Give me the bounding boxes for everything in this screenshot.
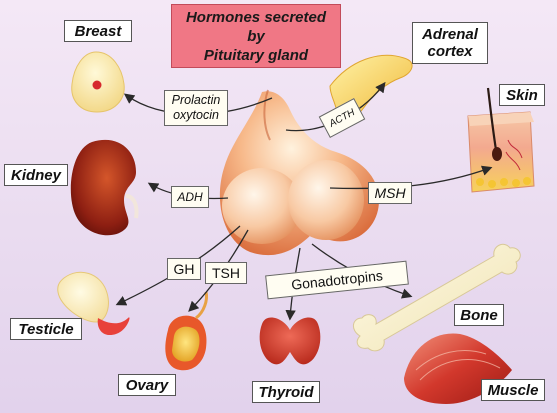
breast-illustration <box>71 51 125 113</box>
hormone-tsh: TSH <box>205 262 247 284</box>
testicle-illustration <box>57 271 130 336</box>
label-adrenal-line2: cortex <box>427 43 473 60</box>
hormone-gh-text: GH <box>173 261 195 277</box>
label-bone: Bone <box>454 304 504 326</box>
label-breast: Breast <box>64 20 132 42</box>
label-bone-text: Bone <box>460 306 498 324</box>
label-ovary: Ovary <box>118 374 176 396</box>
label-thyroid-text: Thyroid <box>258 383 314 401</box>
label-testicle: Testicle <box>10 318 82 340</box>
hormone-gh: GH <box>167 258 201 280</box>
hormone-prolactin: Prolactin <box>171 93 221 107</box>
label-breast-text: Breast <box>74 22 122 40</box>
bone-illustration <box>353 243 521 352</box>
label-skin-text: Skin <box>506 86 538 104</box>
label-thyroid: Thyroid <box>252 381 320 403</box>
label-ovary-text: Ovary <box>125 376 169 394</box>
label-kidney: Kidney <box>4 164 68 186</box>
title-line-1: Hormones secreted <box>185 8 327 26</box>
hormone-msh-text: MSH <box>374 185 406 201</box>
hormone-tsh-text: TSH <box>212 265 240 281</box>
hormone-adh: ADH <box>171 186 209 208</box>
hormone-acth-text: ACTH <box>327 106 357 130</box>
label-kidney-text: Kidney <box>10 166 61 184</box>
arrow-to-skin <box>329 165 493 190</box>
hormone-prolactin-oxytocin: Prolactin oxytocin <box>164 90 228 126</box>
ovary-illustration <box>165 291 208 371</box>
label-adrenal-line1: Adrenal <box>422 26 478 43</box>
label-muscle-text: Muscle <box>487 381 539 399</box>
label-skin: Skin <box>499 84 545 106</box>
hormone-oxytocin: oxytocin <box>173 108 219 122</box>
hormone-msh: MSH <box>368 182 412 204</box>
label-muscle: Muscle <box>481 379 545 401</box>
kidney-illustration <box>70 139 139 236</box>
hormone-adh-text: ADH <box>177 190 203 204</box>
label-adrenal-cortex: Adrenal cortex <box>412 22 488 64</box>
diagram-title-box: Hormones secreted by Pituitary gland <box>171 4 341 68</box>
pituitary-gland <box>219 89 379 256</box>
label-testicle-text: Testicle <box>18 320 74 338</box>
thyroid-illustration <box>259 317 321 365</box>
title-line-3: Pituitary gland <box>203 46 309 64</box>
title-line-2: by <box>247 27 265 45</box>
